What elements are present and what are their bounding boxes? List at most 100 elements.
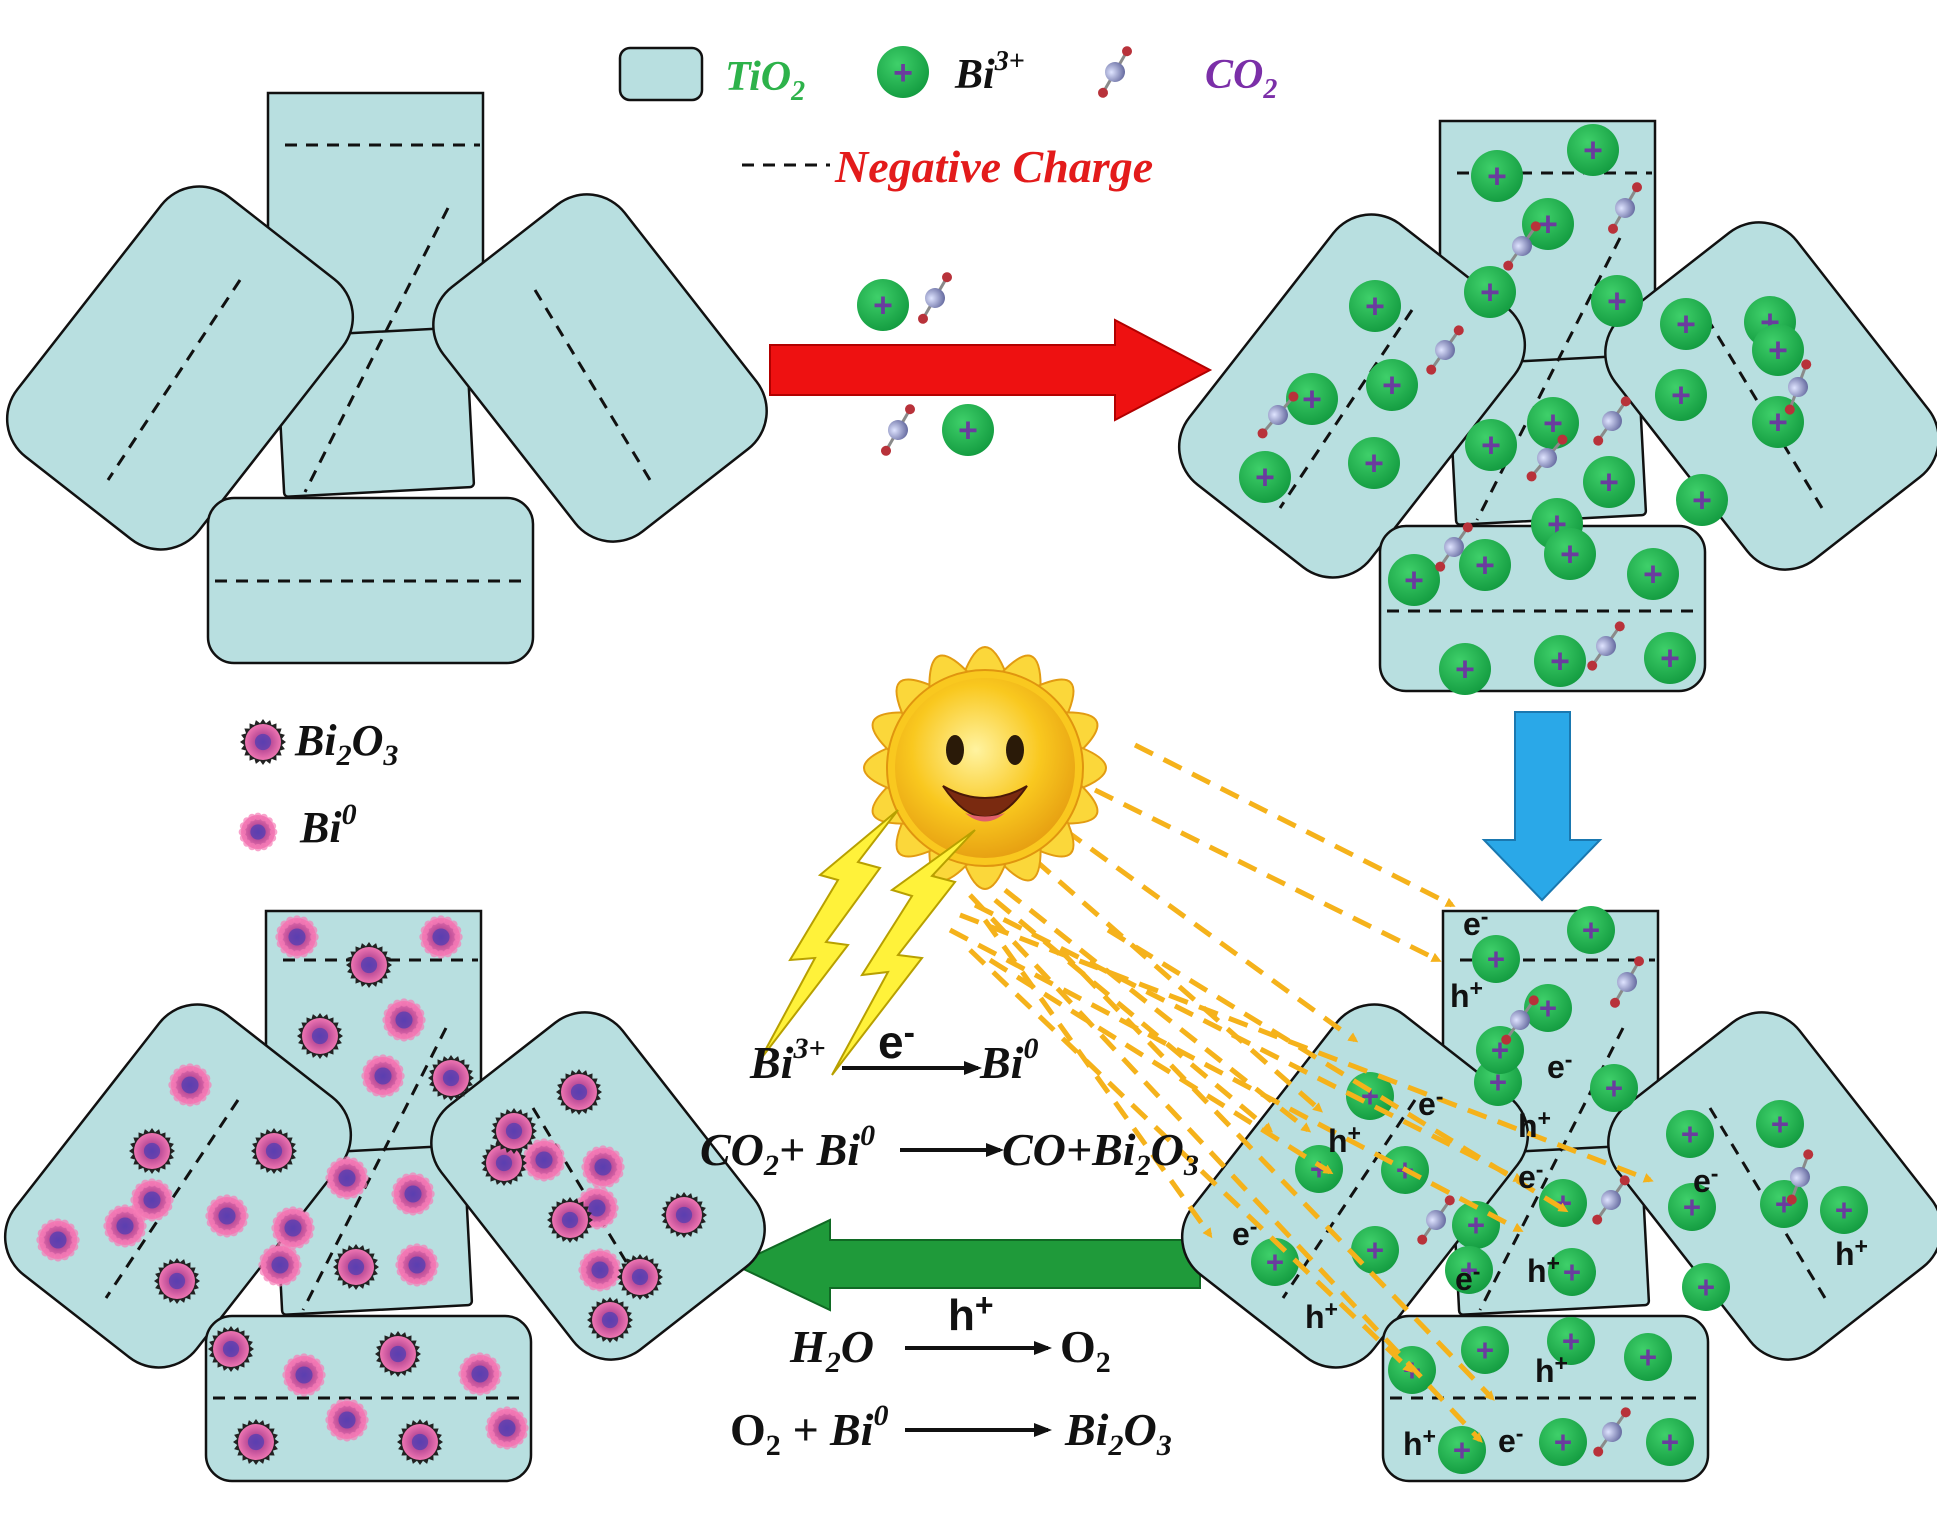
bi0-particle-icon [275,915,319,959]
light-beam-line [993,898,1274,1133]
eq1-right: Bi0 [979,1032,1038,1088]
electron-label: e- [1518,1156,1543,1195]
light-beam-line [1106,927,1569,1213]
svg-text:+: + [1382,367,1402,405]
light-beam-line [1058,948,1495,1401]
electron-label: e- [1463,903,1488,942]
bi2o3-particle-icon [481,1140,527,1186]
light-beams [948,742,1654,1443]
negative-charge-line [1475,237,1622,521]
legend-co2-icon [1098,46,1132,98]
co2-molecule-icon [1257,391,1299,439]
svg-text:+: + [1364,445,1384,483]
svg-text:+: + [1467,1208,1485,1243]
bi3-ion-icon: + [1348,437,1400,489]
cluster-adsorbed: +++++++++++++++++++++++++++ [1177,119,1937,695]
bi0-particle-icon [419,915,463,959]
hole-label: h+ [1328,1120,1361,1159]
electron-label: e- [1547,1046,1572,1085]
bi0-particle-icon [238,812,278,852]
light-beam-line [1003,888,1312,1133]
bi3-ion-icon: + [1251,1238,1299,1286]
electron-label: e- [1693,1160,1718,1199]
co2-molecule-icon [1784,359,1812,415]
svg-text:+: + [1266,1245,1284,1280]
svg-text:+: + [1583,132,1603,170]
bi2o3-particle-icon [547,1197,593,1243]
light-beam-line [1063,827,1359,1043]
bi3-ion-icon: + [1461,1326,1509,1374]
bi3-ion-icon: + [1567,906,1615,954]
co2-molecule-icon [1501,995,1539,1045]
bi3-ion-icon: + [1583,456,1635,508]
svg-text:+: + [958,412,978,450]
svg-text:+: + [1475,547,1495,585]
svg-text:+: + [1768,404,1788,442]
bi3-ion-icon: + [1752,396,1804,448]
bi3-ion-icon: + [1388,554,1440,606]
bi3-ion-icon: + [1682,1263,1730,1311]
light-beam-line [982,918,1213,1239]
light-beam-line [988,957,1334,1175]
bi3-ion-icon: + [1465,419,1517,471]
svg-text:+: + [1302,381,1322,419]
co2-molecule-icon [1435,522,1473,572]
light-beam-line [968,893,1483,1443]
co2-molecule-icon [1098,46,1132,98]
co2-molecule-icon [1786,1149,1814,1205]
bi2o3-particle-icon [233,1419,279,1465]
bi3-ion-icon: + [1666,1110,1714,1158]
bi0-particle-icon [361,1054,405,1098]
eq3-over: h+ [948,1287,994,1340]
svg-text:+: + [1539,991,1557,1026]
bi3-ion-icon: + [857,279,909,331]
eq1-left: Bi3+ [749,1032,826,1088]
bi0-particle-icon [458,1352,502,1396]
charge-labels: e-e-e-e-e-e-e-e-h+h+h+h+h+h+h+h+ [1232,903,1868,1462]
legend-bi0-label: Bi0 [299,798,357,852]
hole-label: h+ [1305,1296,1338,1335]
svg-text:+: + [1481,427,1501,465]
svg-text:+: + [1460,1253,1478,1288]
svg-text:+: + [1607,283,1627,321]
bi2o3-particle-icon [428,1055,474,1101]
eq1-over: e- [878,1014,915,1068]
svg-text:+: + [1310,1152,1328,1187]
bi2o3-particle-icon [661,1192,707,1238]
eq4-left: O2 + Bi0 [730,1399,888,1462]
svg-text:+: + [1768,332,1788,370]
co2-molecule-icon [1587,621,1625,671]
bi0-particle-icon [578,1248,622,1292]
hole-label: h+ [1403,1423,1436,1462]
sun-icon [863,646,1107,890]
co2-molecule-icon [1593,1407,1631,1457]
svg-text:+: + [1599,464,1619,502]
eq2-right: CO+Bi2O3 [1002,1124,1199,1182]
svg-text:+: + [1562,1324,1580,1359]
electron-label: e- [1418,1083,1443,1122]
svg-text:+: + [1365,288,1385,326]
light-beam-line [968,948,1413,1373]
bi3-ion-icon: + [1439,643,1491,695]
svg-text:+: + [1683,1190,1701,1225]
bi0-particle-icon [271,1206,315,1250]
negative-charge-line [1281,1099,1417,1299]
svg-text:+: + [1582,913,1600,948]
svg-text:+: + [1455,651,1475,689]
bi3-ion-icon: + [1644,632,1696,684]
svg-text:+: + [1605,1071,1623,1106]
bi0-particle-icon [36,1218,80,1262]
light-beam-line [1093,787,1442,963]
svg-text:+: + [1643,556,1663,594]
svg-text:+: + [1538,206,1558,244]
bi3-ion-icon: + [942,404,994,456]
legend-bi2o3-label: Bi2O3 [294,716,398,772]
co2-molecule-icon [1592,1175,1630,1225]
bi3-ion-icon: + [1590,1064,1638,1112]
bi3-ion-icon: + [1239,451,1291,503]
bi3-ion-icon: + [1624,1333,1672,1381]
bi3-ion-icon: + [1524,984,1572,1032]
bi0-particle-icon [205,1194,249,1238]
bi0-particle-icon [391,1172,435,1216]
